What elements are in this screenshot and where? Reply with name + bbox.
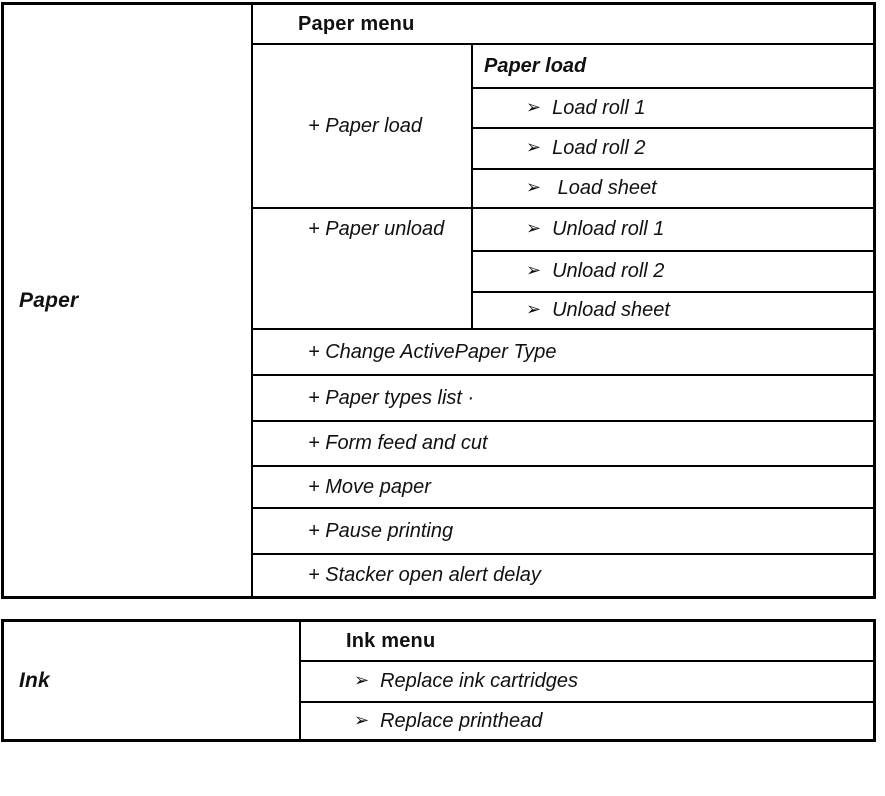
paper-load-group: + Paper load Paper load ➢ Load roll 1 ➢ … <box>253 43 873 207</box>
menu-item-label: Load sheet <box>552 177 657 199</box>
ink-menu-table: Ink Ink menu ➢ Replace ink cartridges ➢ … <box>1 619 876 742</box>
arrowhead-icon: ➢ <box>526 96 542 117</box>
arrowhead-icon: ➢ <box>354 670 370 690</box>
paper-menu-table: Paper Paper menu + Paper load Paper load… <box>1 2 876 599</box>
menu-item-label: Replace ink cartridges <box>380 670 578 692</box>
menu-item-change-activepaper-type: + Change ActivePaper Type <box>253 328 873 374</box>
menu-item-label: Load roll 2 <box>552 137 646 159</box>
arrowhead-icon: ➢ <box>526 218 542 238</box>
paper-load-submenu: Paper load ➢ Load roll 1 ➢ Load roll 2 ➢… <box>473 45 873 207</box>
arrowhead-icon: ➢ <box>526 299 542 319</box>
menu-item-label: Unload roll 2 <box>552 260 665 282</box>
menu-item-label: Unload sheet <box>552 299 670 321</box>
arrowhead-icon: ➢ <box>526 177 542 197</box>
paper-load-submenu-header: Paper load <box>484 54 587 77</box>
menu-item-unload-roll-1: ➢ Unload roll 1 <box>473 209 873 250</box>
paper-menu-column: Paper menu + Paper load Paper load ➢ Loa… <box>253 5 873 596</box>
ink-menu-title: Ink menu <box>346 629 436 652</box>
arrowhead-icon: ➢ <box>526 260 542 280</box>
ink-row-label: Ink <box>4 622 301 739</box>
paper-menu-title: Paper menu <box>298 12 415 35</box>
menu-item-stacker-open-alert-delay: + Stacker open alert delay <box>253 553 873 596</box>
menu-item-load-roll-2: ➢ Load roll 2 <box>473 127 873 168</box>
menu-item-load-roll-1: ➢ Load roll 1 <box>473 87 873 127</box>
menu-item-unload-sheet: ➢ Unload sheet <box>473 291 873 328</box>
menu-item-move-paper: + Move paper <box>253 465 873 507</box>
menu-item-paper-types-list: + Paper types list · <box>253 374 873 420</box>
paper-row-label: Paper <box>4 5 253 596</box>
menu-item-paper-unload: + Paper unload <box>253 209 473 328</box>
menu-item-unload-roll-2: ➢ Unload roll 2 <box>473 250 873 291</box>
paper-unload-group: + Paper unload ➢ Unload roll 1 ➢ Unload … <box>253 207 873 328</box>
ink-menu-column: Ink menu ➢ Replace ink cartridges ➢ Repl… <box>301 622 873 739</box>
arrowhead-icon: ➢ <box>526 137 542 157</box>
menu-item-label: Load roll 1 <box>552 96 646 119</box>
menu-item-pause-printing: + Pause printing <box>253 507 873 553</box>
menu-item-replace-printhead: ➢ Replace printhead <box>301 701 873 739</box>
menu-item-label: Unload roll 1 <box>552 218 665 240</box>
menu-item-paper-load: + Paper load <box>253 45 473 207</box>
menu-item-form-feed-and-cut: + Form feed and cut <box>253 420 873 465</box>
menu-item-label: Replace printhead <box>380 709 543 732</box>
menu-item-replace-ink-cartridges: ➢ Replace ink cartridges <box>301 660 873 701</box>
arrowhead-icon: ➢ <box>354 709 370 730</box>
menu-item-load-sheet: ➢ Load sheet <box>473 168 873 207</box>
paper-unload-submenu: ➢ Unload roll 1 ➢ Unload roll 2 ➢ Unload… <box>473 209 873 328</box>
